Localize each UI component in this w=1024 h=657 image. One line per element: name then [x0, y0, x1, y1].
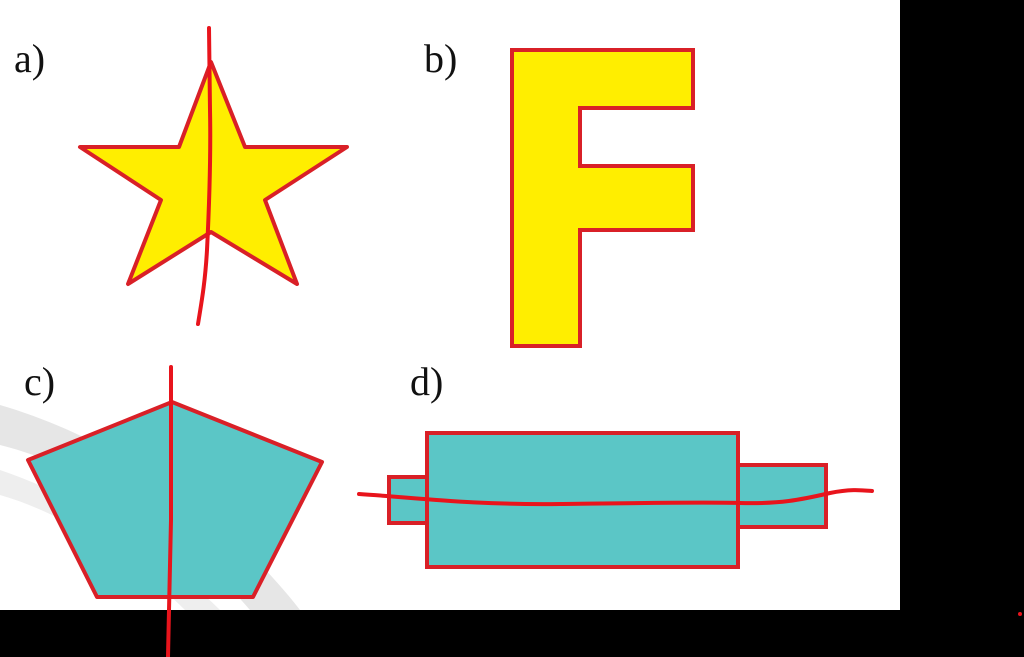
- star-shape: [78, 60, 349, 286]
- letter-f-shape: [510, 48, 695, 348]
- star-symmetry-axis: [196, 26, 213, 326]
- label-b: b): [424, 36, 457, 81]
- roller-symmetry-axis: [357, 488, 874, 507]
- roller-shape: [387, 431, 828, 569]
- pentagon-shape: [26, 400, 324, 599]
- label-c: c): [24, 359, 55, 404]
- label-a: a): [14, 36, 45, 81]
- pentagon-symmetry-axis: [166, 365, 173, 657]
- stray-dot: [1018, 612, 1022, 616]
- roller-body: [425, 431, 740, 569]
- label-d: d): [410, 359, 443, 404]
